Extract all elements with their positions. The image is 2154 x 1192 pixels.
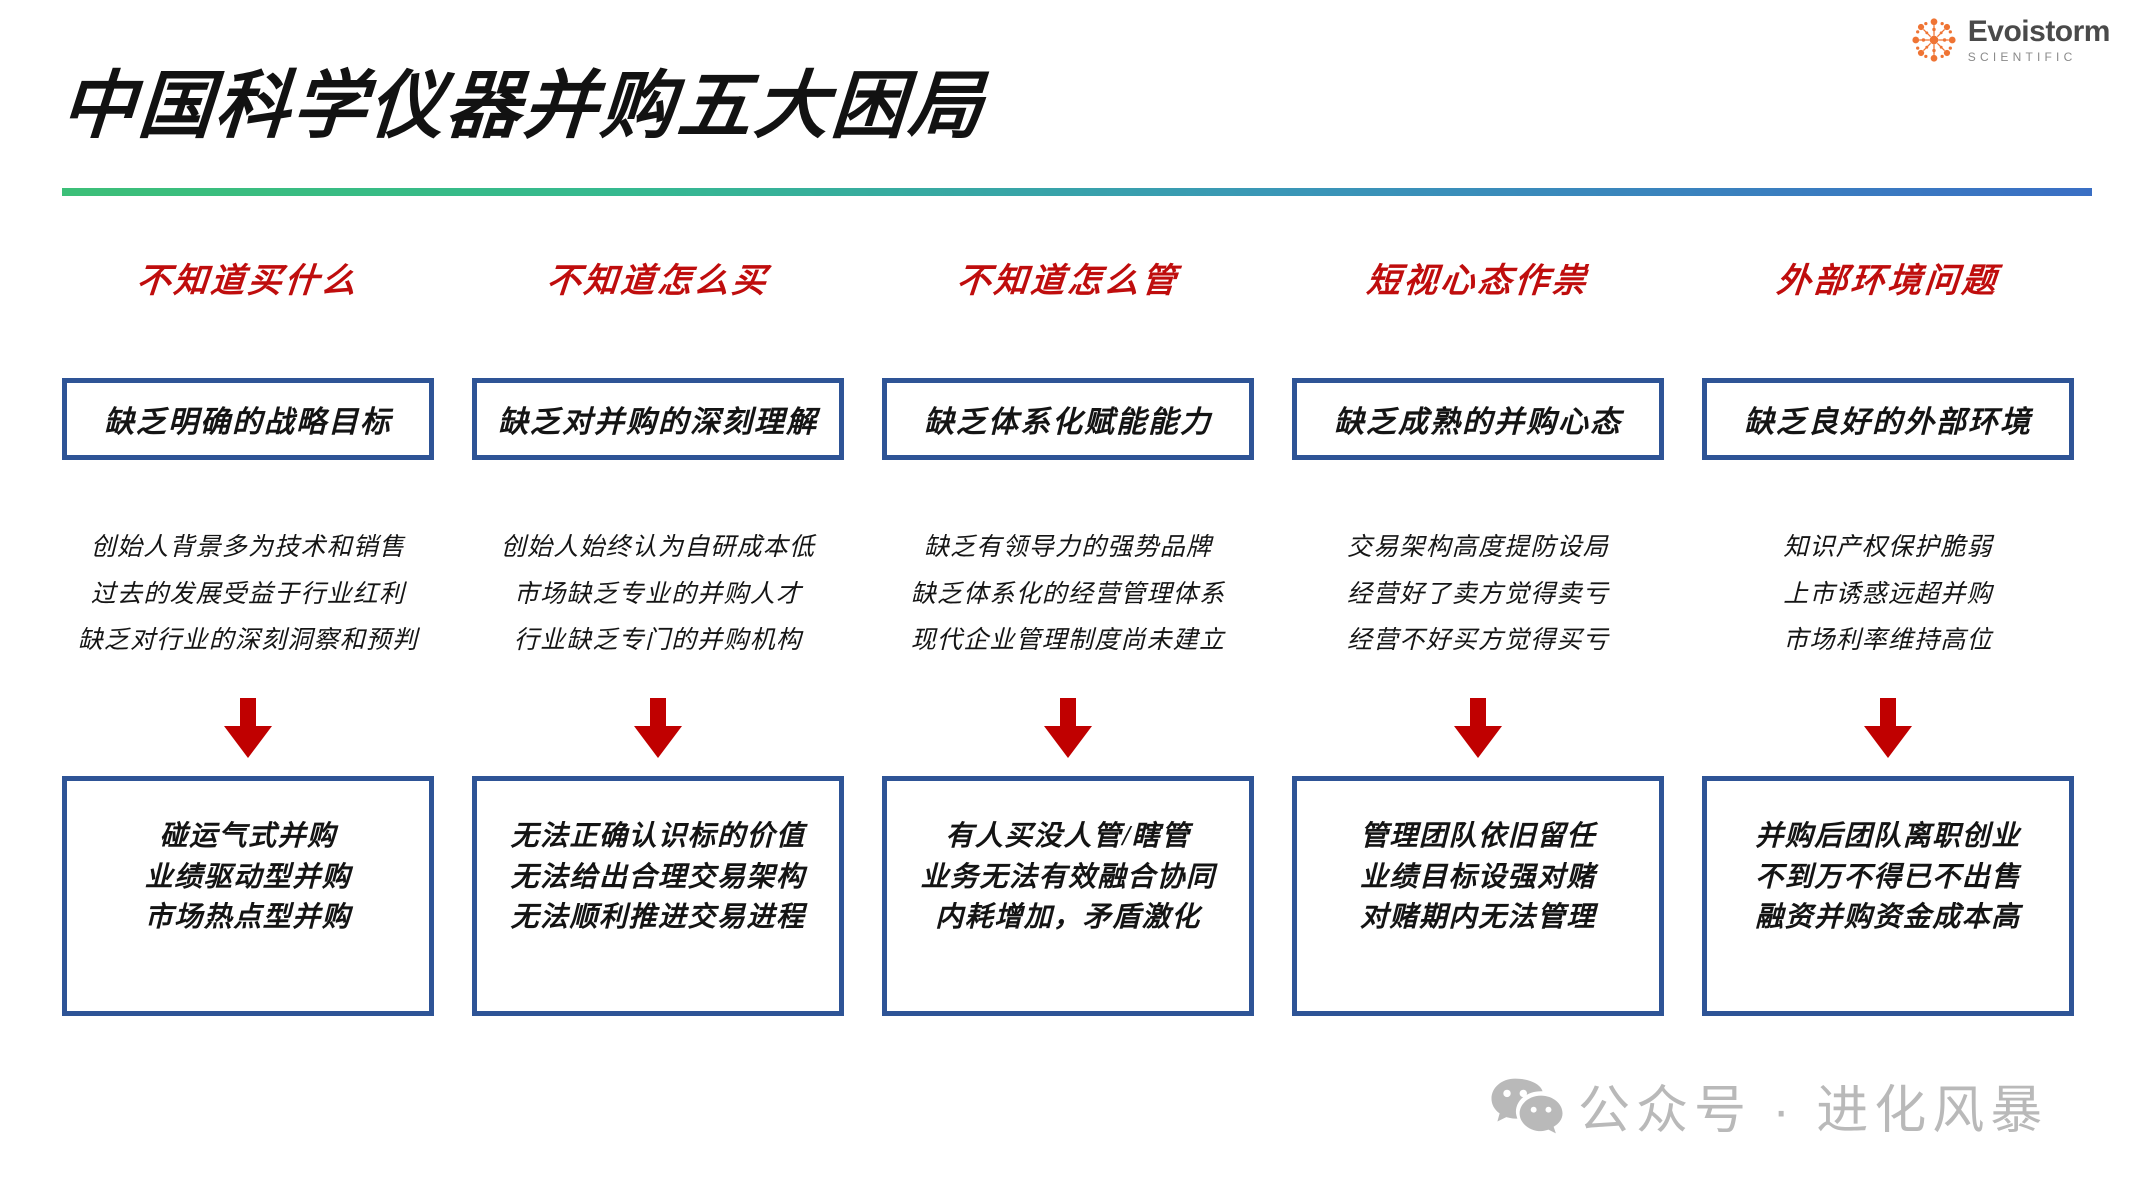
bullet-item: 经营不好买方觉得买亏 <box>1346 627 1609 654</box>
bullet-list-3: 交易架构高度提防设局 经营好了卖方觉得卖亏 经营不好买方觉得买亏 <box>1292 530 1664 670</box>
column-header-2: 不知道怎么管 <box>955 263 1181 300</box>
bullet-item: 市场利率维持高位 <box>1783 627 1993 654</box>
top-box-0: 缺乏明确的战略目标 <box>62 378 434 460</box>
bullet-item: 现代企业管理制度尚未建立 <box>910 627 1226 654</box>
title-divider <box>62 188 2092 196</box>
outcome-item: 无法顺利推进交易进程 <box>510 902 806 934</box>
outcome-item: 碰运气式并购 <box>159 821 337 853</box>
down-arrow-3 <box>1292 698 1664 760</box>
brand-logo: Evoistorm SCIENTIFIC <box>1910 15 2111 64</box>
outcome-item: 无法正确认识标的价值 <box>510 821 806 853</box>
brand-name: Evoistorm <box>1967 15 2111 48</box>
bullet-item: 过去的发展受益于行业红利 <box>90 580 406 608</box>
top-box-4: 缺乏良好的外部环境 <box>1702 378 2074 460</box>
bullet-item: 缺乏对行业的深刻洞察和预判 <box>77 627 419 654</box>
bullet-item: 知识产权保护脆弱 <box>1783 534 1993 561</box>
outcome-item: 业务无法有效融合协同 <box>920 861 1216 893</box>
outcome-item: 有人买没人管/瞎管 <box>945 821 1191 853</box>
top-box-1: 缺乏对并购的深刻理解 <box>472 378 844 460</box>
down-arrow-2 <box>882 698 1254 760</box>
down-arrow-icon <box>1864 698 1912 758</box>
bullet-list-2: 缺乏有领导力的强势品牌 缺乏体系化的经营管理体系 现代企业管理制度尚未建立 <box>882 530 1254 670</box>
bullet-item: 经营好了卖方觉得卖亏 <box>1346 580 1609 608</box>
down-arrow-icon <box>1044 698 1092 758</box>
evoistorm-starburst-icon <box>1912 18 1956 62</box>
outcome-item: 业绩驱动型并购 <box>144 861 352 893</box>
down-arrow-icon <box>224 698 272 758</box>
down-arrow-1 <box>472 698 844 760</box>
column-header-0: 不知道买什么 <box>135 263 361 300</box>
bullet-item: 交易架构高度提防设局 <box>1346 534 1609 561</box>
bullet-list-4: 知识产权保护脆弱 上市诱惑远超并购 市场利率维持高位 <box>1702 530 2074 670</box>
down-arrow-icon <box>634 698 682 758</box>
outcome-item: 不到万不得已不出售 <box>1755 861 2021 893</box>
down-arrow-0 <box>62 698 434 760</box>
bullet-item: 创始人始终认为自研成本低 <box>500 534 816 561</box>
brand-wordmark: Evoistorm SCIENTIFIC <box>1967 15 2111 64</box>
column-header-4: 外部环境问题 <box>1775 263 2001 300</box>
outcome-item: 市场热点型并购 <box>144 902 352 934</box>
outcome-item: 对赌期内无法管理 <box>1359 902 1596 934</box>
bottom-box-2: 有人买没人管/瞎管 业务无法有效融合协同 内耗增加，矛盾激化 <box>882 776 1254 1016</box>
column-header-3: 短视心态作祟 <box>1365 263 1591 300</box>
bottom-box-1: 无法正确认识标的价值 无法给出合理交易架构 无法顺利推进交易进程 <box>472 776 844 1016</box>
outcome-item: 并购后团队离职创业 <box>1755 821 2021 853</box>
bullet-list-0: 创始人背景多为技术和销售 过去的发展受益于行业红利 缺乏对行业的深刻洞察和预判 <box>62 530 434 670</box>
bullet-item: 行业缺乏专门的并购机构 <box>513 627 803 654</box>
bullet-item: 上市诱惑远超并购 <box>1783 580 1993 608</box>
down-arrow-4 <box>1702 698 2074 760</box>
bullet-item: 市场缺乏专业的并购人才 <box>513 580 803 608</box>
bullet-item: 缺乏体系化的经营管理体系 <box>910 580 1226 608</box>
bottom-box-0: 碰运气式并购 业绩驱动型并购 市场热点型并购 <box>62 776 434 1016</box>
outcome-item: 管理团队依旧留任 <box>1359 821 1596 853</box>
top-box-3: 缺乏成熟的并购心态 <box>1292 378 1664 460</box>
bullet-item: 缺乏有领导力的强势品牌 <box>923 534 1213 561</box>
brand-tagline: SCIENTIFIC <box>1967 50 2077 64</box>
bullet-item: 创始人背景多为技术和销售 <box>90 534 406 561</box>
outcome-item: 内耗增加，矛盾激化 <box>935 902 1201 934</box>
down-arrow-icon <box>1454 698 1502 758</box>
outcome-item: 无法给出合理交易架构 <box>510 861 806 893</box>
outcome-item: 融资并购资金成本高 <box>1755 902 2021 934</box>
bottom-box-3: 管理团队依旧留任 业绩目标设强对赌 对赌期内无法管理 <box>1292 776 1664 1016</box>
outcome-item: 业绩目标设强对赌 <box>1359 861 1596 893</box>
column-header-1: 不知道怎么买 <box>545 263 771 300</box>
top-box-2: 缺乏体系化赋能能力 <box>882 378 1254 460</box>
bullet-list-1: 创始人始终认为自研成本低 市场缺乏专业的并购人才 行业缺乏专门的并购机构 <box>472 530 844 670</box>
bottom-box-4: 并购后团队离职创业 不到万不得已不出售 融资并购资金成本高 <box>1702 776 2074 1016</box>
